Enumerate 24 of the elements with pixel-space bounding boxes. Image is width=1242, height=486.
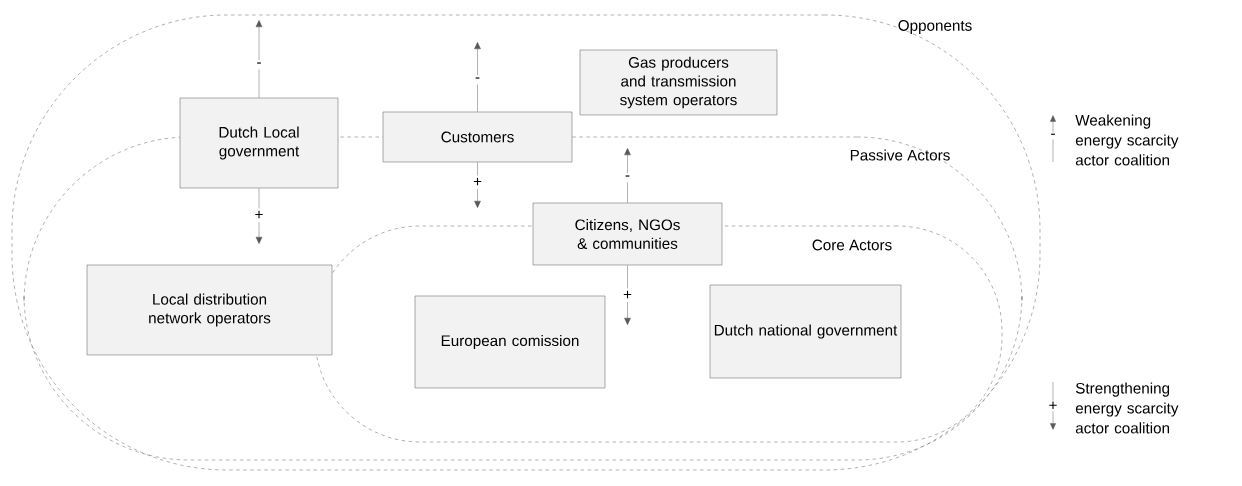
edge-label: - [472,75,483,85]
region-label: Core Actors [812,239,892,251]
arrow [474,42,481,112]
region-label: Opponents [898,20,972,34]
arrow [474,162,481,208]
legend-text: Strengthening energy scarcity actor coalition [1075,382,1179,434]
edge-label: + [470,175,485,189]
edge-label: - [254,60,264,70]
edge-label: - [622,173,633,183]
actor-box: Citizens, NGOs & communities [532,202,723,266]
actor-box: European comission [414,295,606,389]
actor-box: Customers [382,111,573,163]
actor-box: Gas producers and transmission system operators [579,49,778,116]
actor-box: Dutch Local government [179,97,339,189]
arrow [624,265,631,325]
edge-label: + [252,208,266,222]
arrow [255,20,263,98]
actor-box: Dutch national government [709,284,902,379]
arrow [255,188,263,244]
actor-box: Local distribution network operators [86,264,333,356]
region-label: Passive Actors [850,149,950,161]
legend-text: Weakening energy scarcity actor coalition [1075,114,1179,166]
arrow [624,148,631,203]
edge-label: + [620,288,635,302]
